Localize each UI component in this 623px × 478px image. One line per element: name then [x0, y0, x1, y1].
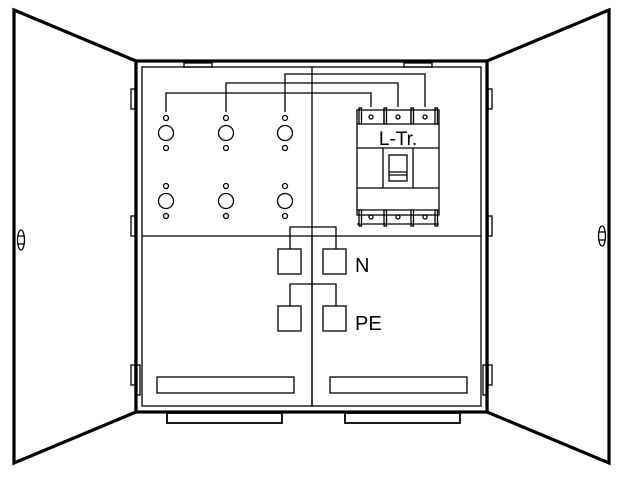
fuse-holder-icon — [157, 182, 175, 220]
right-hinges — [482, 88, 493, 396]
neutral-label: N — [355, 255, 369, 277]
fuse-holder-icon — [276, 182, 294, 220]
top-mounting-tabs — [183, 62, 433, 68]
fuse-holder-icon — [157, 114, 175, 152]
right-door — [485, 7, 611, 466]
left-door-handle-icon — [16, 229, 26, 251]
phase-wiring — [165, 73, 426, 112]
pe-label: PE — [355, 313, 382, 335]
pe-terminals: PE — [277, 283, 382, 335]
fuse-holder-icon — [276, 114, 294, 152]
cabinet-feet — [166, 412, 461, 424]
left-hinges — [130, 88, 141, 396]
right-door-handle-icon — [597, 225, 607, 247]
cable-entry-slots — [156, 376, 468, 394]
fuse-holder-icon — [217, 182, 235, 220]
breaker-label: L-Tr. — [379, 129, 417, 150]
fuse-holder-icon — [217, 114, 235, 152]
fuse-holders — [157, 114, 294, 220]
circuit-breaker: L-Tr. — [356, 107, 440, 227]
breaker-toggle-icon — [388, 154, 408, 182]
neutral-terminals: N — [277, 226, 369, 277]
left-door — [12, 7, 138, 466]
